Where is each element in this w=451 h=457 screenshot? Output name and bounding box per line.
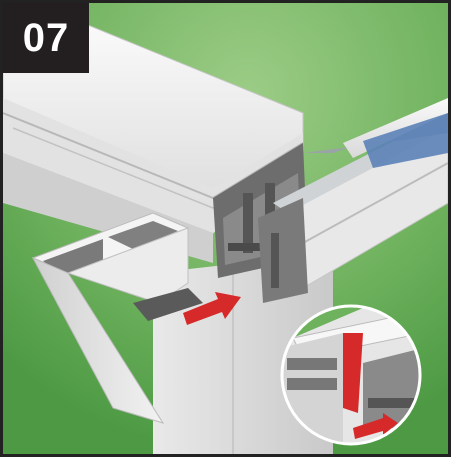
- detail-inset: [280, 304, 422, 446]
- assembly-illustration: [3, 3, 448, 454]
- box-profile-insert: [31, 212, 203, 424]
- insert-arrow: [183, 292, 241, 325]
- right-rafter-profile: [258, 98, 448, 303]
- step-number-badge: 07: [3, 3, 89, 73]
